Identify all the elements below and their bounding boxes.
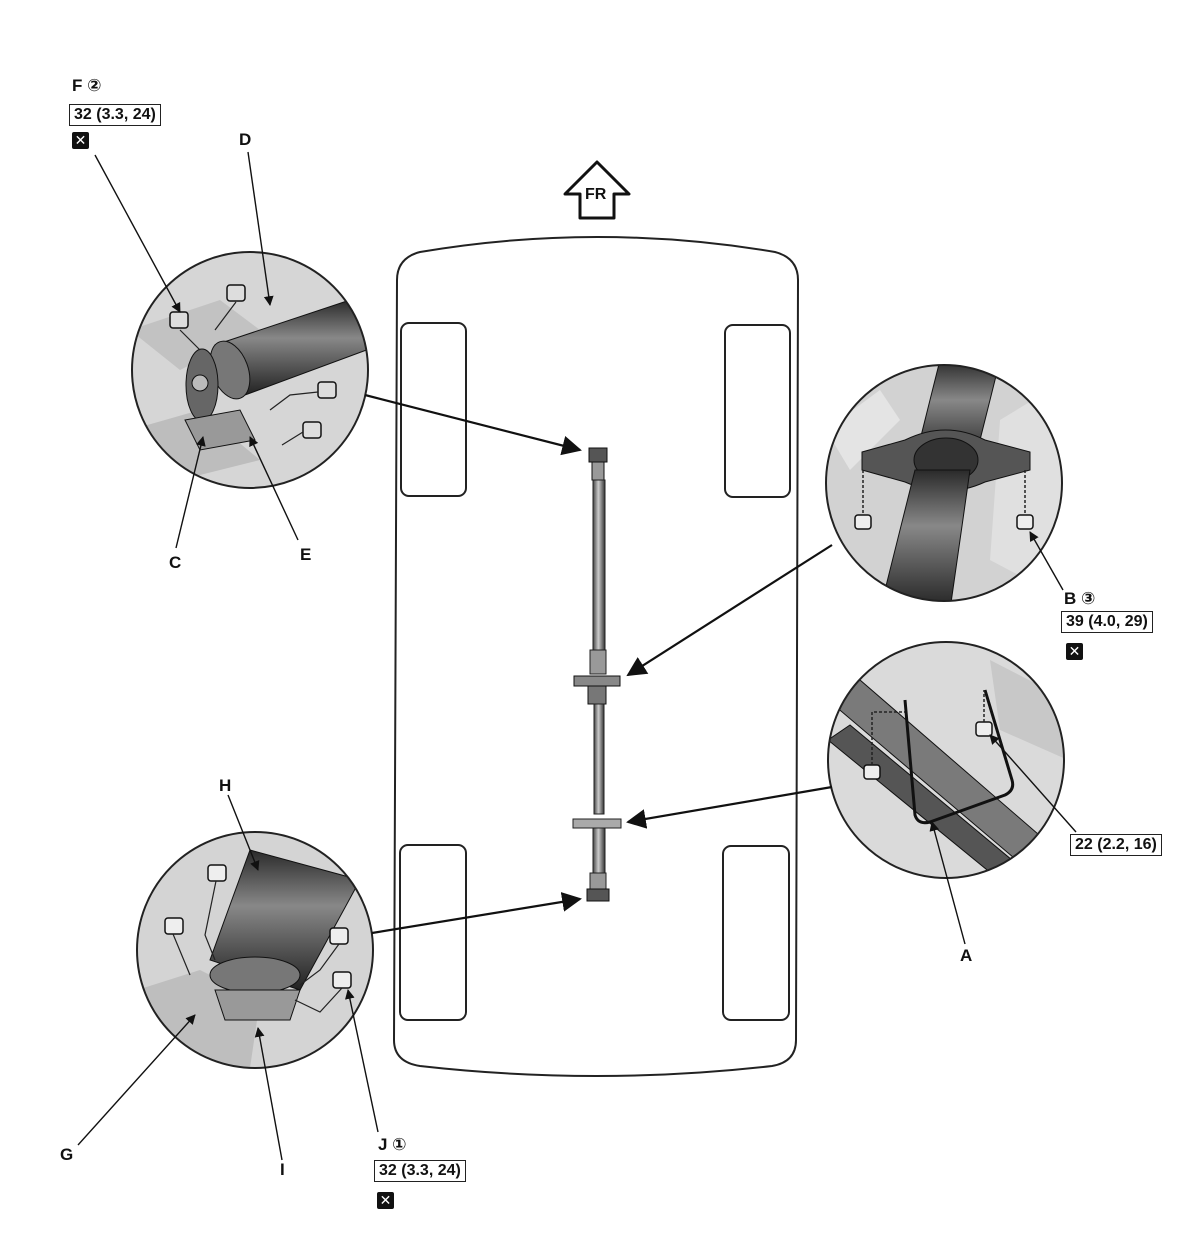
torque-b: 39 (4.0, 29) [1061,611,1153,633]
callout-d: D [239,130,252,149]
callout-c: C [169,553,182,572]
propeller-shaft [572,447,622,902]
replace-part-icon: ✕ [377,1192,394,1209]
torque-f: 32 (3.3, 24) [69,104,161,126]
front-right-wheel [724,324,791,498]
shaft-bracket [572,818,622,829]
front-left-wheel [400,322,467,497]
rear-left-wheel [399,844,467,1021]
leader-lines [77,151,1077,1161]
callout-a: A [960,946,973,965]
callout-g: G [60,1145,74,1164]
replace-part-icon: ✕ [1066,643,1083,660]
detail-arrows [364,393,833,935]
front-marker-text: FR [585,186,607,203]
front-direction-arrow [563,160,631,220]
callout-f: F ② [72,76,102,95]
callout-b: B ③ [1064,589,1096,608]
detail-front-joint [131,251,369,489]
detail-rear-joint [136,831,374,1069]
center-bearing-bracket [573,675,621,687]
callout-h: H [219,776,232,795]
torque-bracket: 22 (2.2, 16) [1070,834,1162,856]
detail-center-bearing [825,364,1063,602]
rear-right-wheel [722,845,790,1021]
callout-e: E [300,545,312,564]
callout-i: I [280,1160,285,1179]
torque-j: 32 (3.3, 24) [374,1160,466,1182]
callout-j: J ① [378,1135,407,1154]
replace-part-icon: ✕ [72,132,89,149]
detail-shaft-bracket [827,641,1065,879]
